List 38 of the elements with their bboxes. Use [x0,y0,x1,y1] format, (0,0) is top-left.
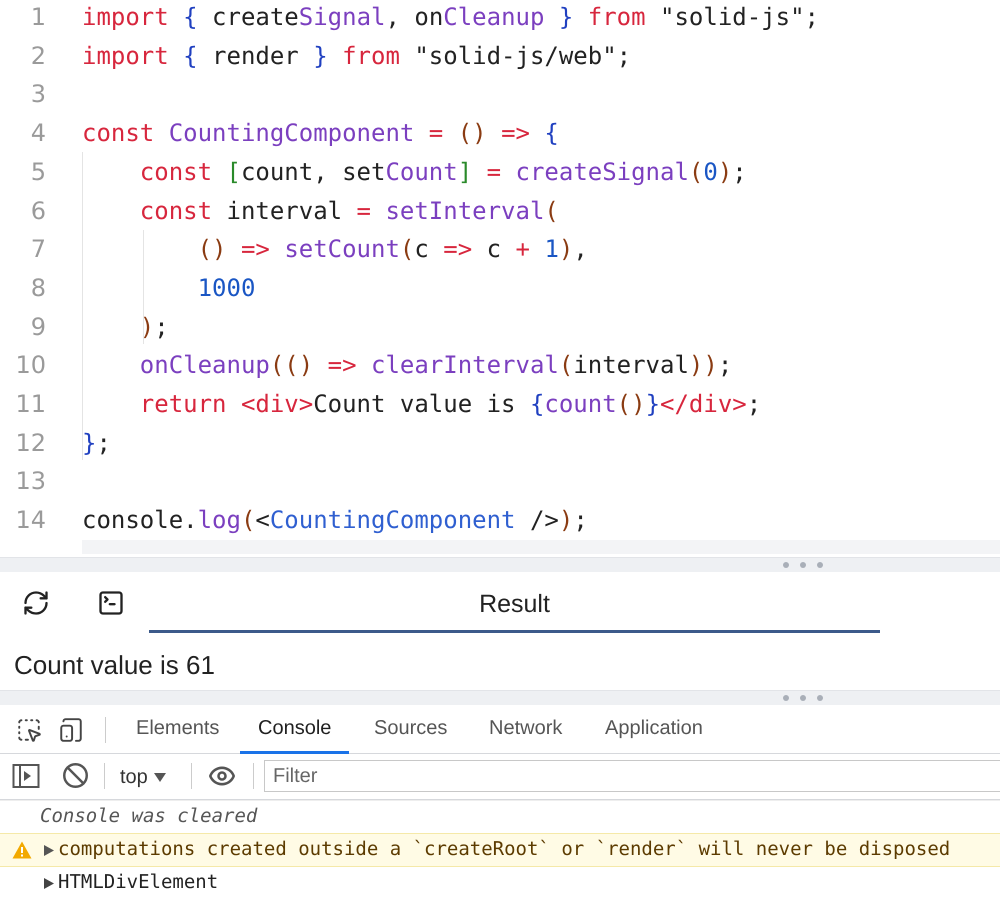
devtools-tab: Elements [118,705,238,754]
line-number: 13 [14,466,46,496]
code-line: const interval = setInterval( [138,196,559,226]
line-number: 8 [30,272,46,303]
code-line: () => setCount(c => c + 1), [196,234,588,266]
line-number: 10 [14,350,46,380]
code-line: }; [82,428,111,459]
devtools-tab: Console [240,705,350,754]
filter-field: Filter [264,760,1000,792]
line-number: 12 [14,428,46,458]
code-line: import { render } from "solid-js/web"; [82,40,632,72]
result-output: Count value is 61 [14,650,215,681]
line-number: 14 [14,505,46,536]
line-number: 11 [14,389,46,419]
code-line: const CountingComponent = () => { [82,118,559,150]
line-number: 1 [30,2,46,32]
line-number: 6 [30,196,46,226]
console-message: Console was cleared [40,805,258,827]
result-tab: Result [149,584,880,633]
devtools-tab: Application [587,705,721,754]
line-number: 5 [30,156,46,187]
code-line: return <div>Count value is {count()}</div>; [138,389,762,420]
line-number: 2 [30,40,46,71]
line-number: 7 [30,234,46,264]
line-number: 4 [30,118,46,148]
line-number: 9 [30,312,46,342]
code-line: import { createSignal, onCleanup } from "solid-js"; [82,2,819,33]
code-line: ); [138,312,169,343]
devtools-tab: Network [471,705,580,754]
line-number: 3 [30,79,46,110]
console-warning: computations created outside a `createRoot` or `render` will never be disposed [58,838,950,860]
code-line: const [count, setCount] = createSignal(0); [138,156,747,188]
code-line: onCleanup(() => clearInterval(interval)); [138,350,732,382]
code-line: console.log(<CountingComponent />); [82,505,588,536]
code-line: 1000 [196,272,256,304]
context-dropdown: top [112,762,174,792]
console-log-entry: HTMLDivElement [58,871,218,893]
devtools-tab: Sources [356,705,466,754]
